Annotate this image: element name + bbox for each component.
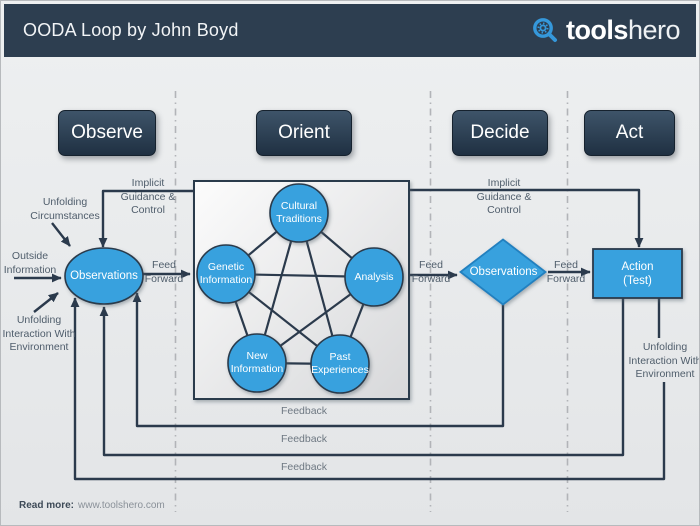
phase-act: Act: [584, 110, 675, 156]
header-bar: OODA Loop by John Boyd toolshero: [4, 4, 696, 57]
page-title: OODA Loop by John Boyd: [23, 20, 239, 40]
magnifier-gear-icon: [533, 17, 557, 42]
label-unfolding-environment-right: Unfolding Interaction With Environment: [628, 341, 700, 380]
past-experiences-circle: [310, 334, 370, 394]
analysis-circle: [344, 247, 404, 307]
observations-ellipse: [64, 247, 144, 305]
arrow-feedback-inner: [132, 292, 505, 428]
logo-word-hero: hero: [627, 15, 681, 45]
past-experiences-label: Past Experiences: [311, 351, 369, 376]
phase-orient: Orient: [256, 110, 352, 156]
genetic-information-circle: [196, 244, 256, 304]
label-feedback-outer: Feedback: [280, 461, 328, 473]
logo-word-tools: tools: [565, 15, 629, 45]
read-more-label: Read more:: [19, 500, 75, 511]
logo-wordmark: toolshero: [565, 15, 681, 46]
action-test-box: [592, 248, 683, 299]
label-feedback-middle: Feedback: [280, 433, 328, 445]
label-outside-information: Outside Information: [3, 250, 57, 276]
cultural-traditions-label: Cultural Traditions: [276, 200, 322, 225]
label-feed-forward-observe: Feed Forward: [144, 259, 184, 285]
arrow-implicit-guidance-right: [409, 188, 644, 248]
label-implicit-guidance-left: Implicit Guidance & Control: [120, 177, 176, 216]
arrow-feedback-middle: [99, 298, 625, 457]
genetic-information-label: Genetic Information: [199, 261, 253, 286]
label-implicit-guidance-right: Implicit Guidance & Control: [476, 177, 532, 216]
label-feedback-inner: Feedback: [280, 405, 328, 417]
observations-diamond-label: Observations: [469, 266, 538, 278]
label-feed-forward-act: Feed Forward: [546, 259, 586, 285]
label-unfolding-circumstances: Unfolding Circumstances: [30, 196, 100, 222]
arrow-unfolding-environment: [33, 292, 59, 313]
cultural-traditions-circle: [269, 183, 329, 243]
connectors: [14, 188, 666, 481]
observations-diamond: [459, 238, 547, 306]
label-feed-forward-decide: Feed Forward: [411, 259, 451, 285]
toolshero-logo: toolshero: [530, 15, 681, 46]
label-unfolding-environment-left: Unfolding Interaction With Environment: [2, 314, 76, 353]
footer: Read more:www.toolshero.com: [19, 500, 165, 511]
arrow-feedback-outer: [70, 297, 666, 481]
observations-ellipse-label: Observations: [70, 270, 138, 282]
phase-separators: [174, 91, 569, 512]
arrow-unfolding-circumstances: [51, 222, 71, 247]
analysis-label: Analysis: [354, 270, 394, 283]
new-information-circle: [227, 333, 287, 393]
footer-url: www.toolshero.com: [78, 500, 165, 511]
new-information-label: New Information: [230, 350, 284, 375]
action-test-label: Action (Test): [621, 260, 654, 287]
phase-decide: Decide: [452, 110, 548, 156]
phase-observe: Observe: [58, 110, 156, 156]
arrow-implicit-guidance-left: [98, 189, 194, 248]
